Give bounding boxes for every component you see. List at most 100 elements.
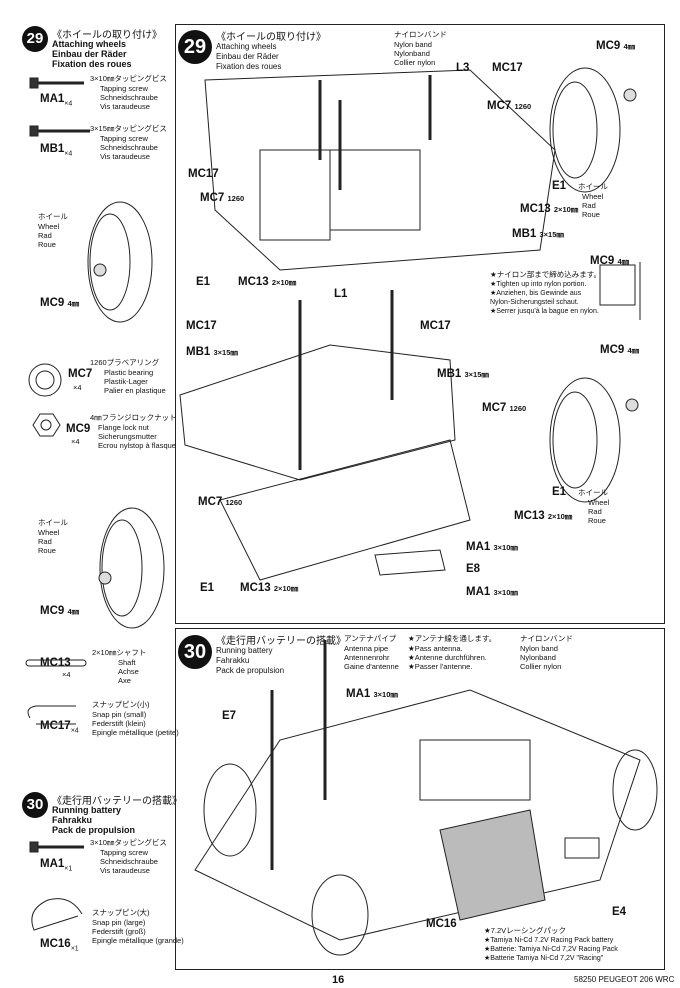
- step-30-title-jp: 《走行用バッテリーの搭載》: [52, 796, 182, 807]
- part-mb1-code: MB1×4: [40, 143, 73, 158]
- nylon30-en: Nylon band: [520, 644, 558, 653]
- wheel-r2-en: Wheel: [588, 498, 610, 507]
- part-mc7-jp: 1260プラベアリング: [90, 358, 160, 367]
- part-mc13-qty: ×4: [62, 670, 71, 679]
- part-ma1b-jp: 3×10㎜タッピングビス: [90, 838, 167, 847]
- part-mb1-fr: Vis taraudeuse: [100, 152, 150, 161]
- note-jp: ★ナイロン部まで締め込みます。: [490, 270, 601, 279]
- wheel2-label-fr: Roue: [38, 546, 56, 555]
- part-ma1b-fr: Vis taraudeuse: [100, 866, 150, 875]
- antenna-de: Antennenrohr: [344, 653, 390, 662]
- battery-jp: ★7.2Vレーシングパック: [484, 926, 567, 935]
- part-mc17-de: Federstift (klein): [92, 719, 146, 728]
- screw-mb1-icon: [29, 125, 90, 137]
- part-mc16-code: MC16×1: [40, 938, 79, 953]
- page-number: 16: [332, 974, 345, 986]
- wheel-left2-icon: [98, 507, 165, 629]
- wheel-r-de: Rad: [582, 201, 596, 210]
- nut-mc9-icon: [32, 413, 61, 437]
- step-29-title-fr: Fixation des roues: [52, 59, 132, 69]
- chassis-middle-drawing: [179, 290, 471, 581]
- model-number: 58250 PEUGEOT 206 WRC: [574, 975, 675, 984]
- step-30-badge: 30: [22, 792, 48, 818]
- label-e8: E8: [466, 563, 481, 575]
- step-30-frame: [175, 628, 665, 970]
- part-mc9-fr: Ecrou nylstop à flasque: [98, 441, 176, 450]
- wheel-left-icon: [87, 201, 153, 323]
- nylon-band-en: Nylon band: [394, 40, 432, 49]
- wheel-r-fr: Roue: [582, 210, 600, 219]
- part-mc9-jp: 4㎜フランジロックナット: [90, 413, 177, 422]
- label-mb1-left: MB1 3×15㎜: [186, 346, 238, 358]
- part-mc16-en: Snap pin (large): [92, 918, 146, 927]
- label-mc13-bl: MC13 2×10㎜: [240, 582, 299, 594]
- part-mc17-code: MC17×4: [40, 720, 79, 735]
- label-ma1-bot: MA1 3×10㎜: [466, 586, 518, 598]
- label-e1-left: E1: [196, 276, 211, 288]
- step-30-main-jp: 《走行用バッテリーの搭載》: [216, 636, 346, 647]
- part-ma1-en: Tapping screw: [100, 84, 148, 93]
- nylon30-fr: Collier nylon: [520, 662, 562, 671]
- label-mc9-mr: MC9 4㎜: [600, 344, 640, 356]
- label-l1: L1: [334, 288, 348, 300]
- wheel-front-left-icon: [203, 763, 257, 857]
- label-mc9-tr: MC9 4㎜: [596, 40, 636, 52]
- antenna-note-de: ★Antenne durchführen.: [408, 653, 487, 662]
- label-mc13-right: MC13 2×10㎜: [520, 203, 579, 215]
- step-29-main-badge: 29: [178, 30, 212, 64]
- label-e1-bl: E1: [200, 582, 215, 594]
- nylon-band-de: Nylonband: [394, 49, 430, 58]
- label-mc7-top: MC7 1260: [487, 100, 532, 112]
- wheel-mid-right-icon: [549, 377, 639, 503]
- wheel-r2-de: Rad: [588, 507, 602, 516]
- part-mc7-de: Plastik-Lager: [104, 377, 148, 386]
- part-ma1b-de: Schneidschraube: [100, 857, 158, 866]
- nylon-band-jp: ナイロンバンド: [394, 30, 447, 39]
- part-mc7-qty: ×4: [73, 383, 82, 392]
- wheel-label-jp: ホイール: [38, 212, 68, 221]
- step-29-title-de: Einbau der Räder: [52, 49, 127, 59]
- step-30-title-fr: Pack de propulsion: [52, 825, 136, 835]
- part-mc16-de: Federstift (groß): [92, 927, 146, 936]
- part-mc17-en: Snap pin (small): [92, 710, 147, 719]
- step-29-badge: 29: [22, 26, 48, 52]
- step-29-frame: [175, 24, 665, 624]
- label-e7: E7: [222, 710, 237, 722]
- antenna-jp: アンテナパイプ: [344, 634, 397, 643]
- part-mc9-code: MC9: [66, 423, 91, 435]
- step-29-main-fr: Fixation des roues: [216, 62, 282, 71]
- screw-ma1-icon: [29, 77, 84, 89]
- wheel-rear-right-icon: [612, 749, 658, 831]
- label-mc16-30: MC16: [426, 918, 457, 930]
- note-mc9: MC9 4㎜: [590, 255, 630, 267]
- part-ma1b-code: MA1×1: [40, 858, 73, 873]
- part-mc17-fr: Epingle métallique (petite): [92, 728, 179, 737]
- label-mc7-bl: MC7 1260: [198, 496, 243, 508]
- nut-detail-icon: [599, 262, 641, 320]
- part-mc17-jp: スナップピン(小): [92, 700, 150, 709]
- battery-l1: ★Tamiya Ni-Cd 7.2V Racing Pack battery: [484, 937, 614, 944]
- label-ma1-mid: MA1 3×10㎜: [466, 541, 518, 553]
- part-mc16-fr: Epingle métallique (grande): [92, 936, 184, 945]
- wheel2-mc9-code: MC9 4㎜: [40, 605, 80, 617]
- part-ma1-code: MA1×4: [40, 93, 73, 108]
- part-mc13-fr: Axe: [118, 676, 131, 685]
- part-ma1b-en: Tapping screw: [100, 848, 148, 857]
- wheel2-label-jp: ホイール: [38, 518, 68, 527]
- chassis-top-drawing: [204, 69, 556, 271]
- part-mc7-fr: Palier en plastique: [104, 386, 166, 395]
- step-29-main-jp: 《ホイールの取り付け》: [216, 32, 326, 43]
- note-fr: ★Serrer jusqu'à la bague en nylon.: [490, 308, 599, 315]
- label-e1-mr: E1: [552, 486, 567, 498]
- label-ma1-30: MA1 3×10㎜: [346, 688, 398, 700]
- label-l3: L3: [456, 62, 470, 74]
- screw-ma1b-icon: [29, 841, 84, 853]
- step-30-main-fr: Pack de propulsion: [216, 666, 285, 675]
- part-mc9-en: Flange lock nut: [98, 423, 149, 432]
- battery-l3: ★Batterie Tamiya Ni-Cd 7,2V "Racing": [484, 955, 604, 962]
- label-mc17-mid: MC17: [186, 320, 217, 332]
- label-e4: E4: [612, 906, 627, 918]
- label-mc17-top: MC17: [492, 62, 523, 74]
- part-mc13-jp: 2×10㎜シャフト: [92, 648, 147, 657]
- note-en: ★Tighten up into nylon portion.: [490, 281, 587, 288]
